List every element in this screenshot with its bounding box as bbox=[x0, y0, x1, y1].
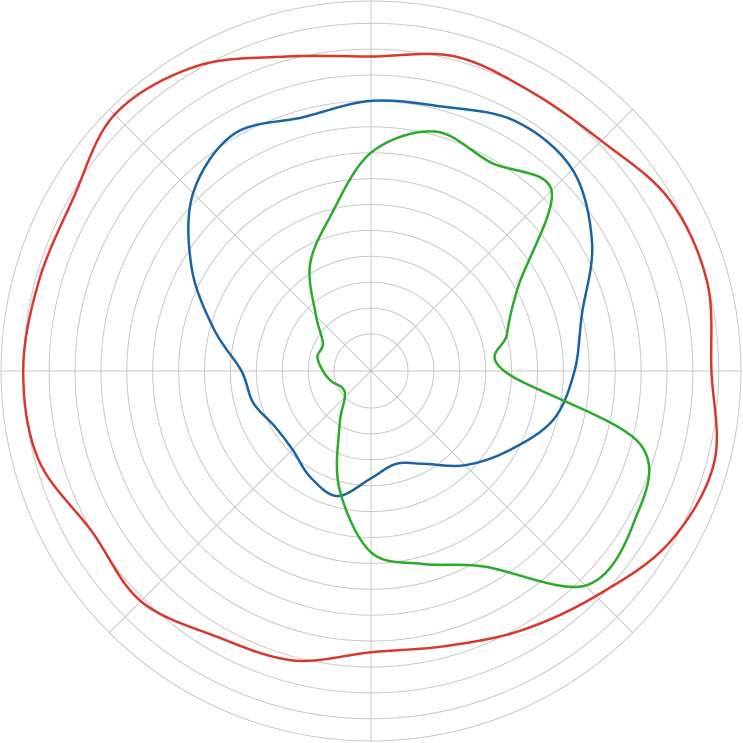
grid-spoke-3 bbox=[109, 109, 372, 372]
grid-spoke-7 bbox=[370, 370, 633, 633]
series-layer bbox=[21, 52, 719, 663]
series-line-2 bbox=[308, 130, 651, 589]
series-line-1 bbox=[187, 99, 594, 498]
grid-spoke-5 bbox=[109, 370, 372, 633]
series-line-0 bbox=[21, 52, 719, 663]
grid-spoke-1 bbox=[370, 109, 633, 372]
